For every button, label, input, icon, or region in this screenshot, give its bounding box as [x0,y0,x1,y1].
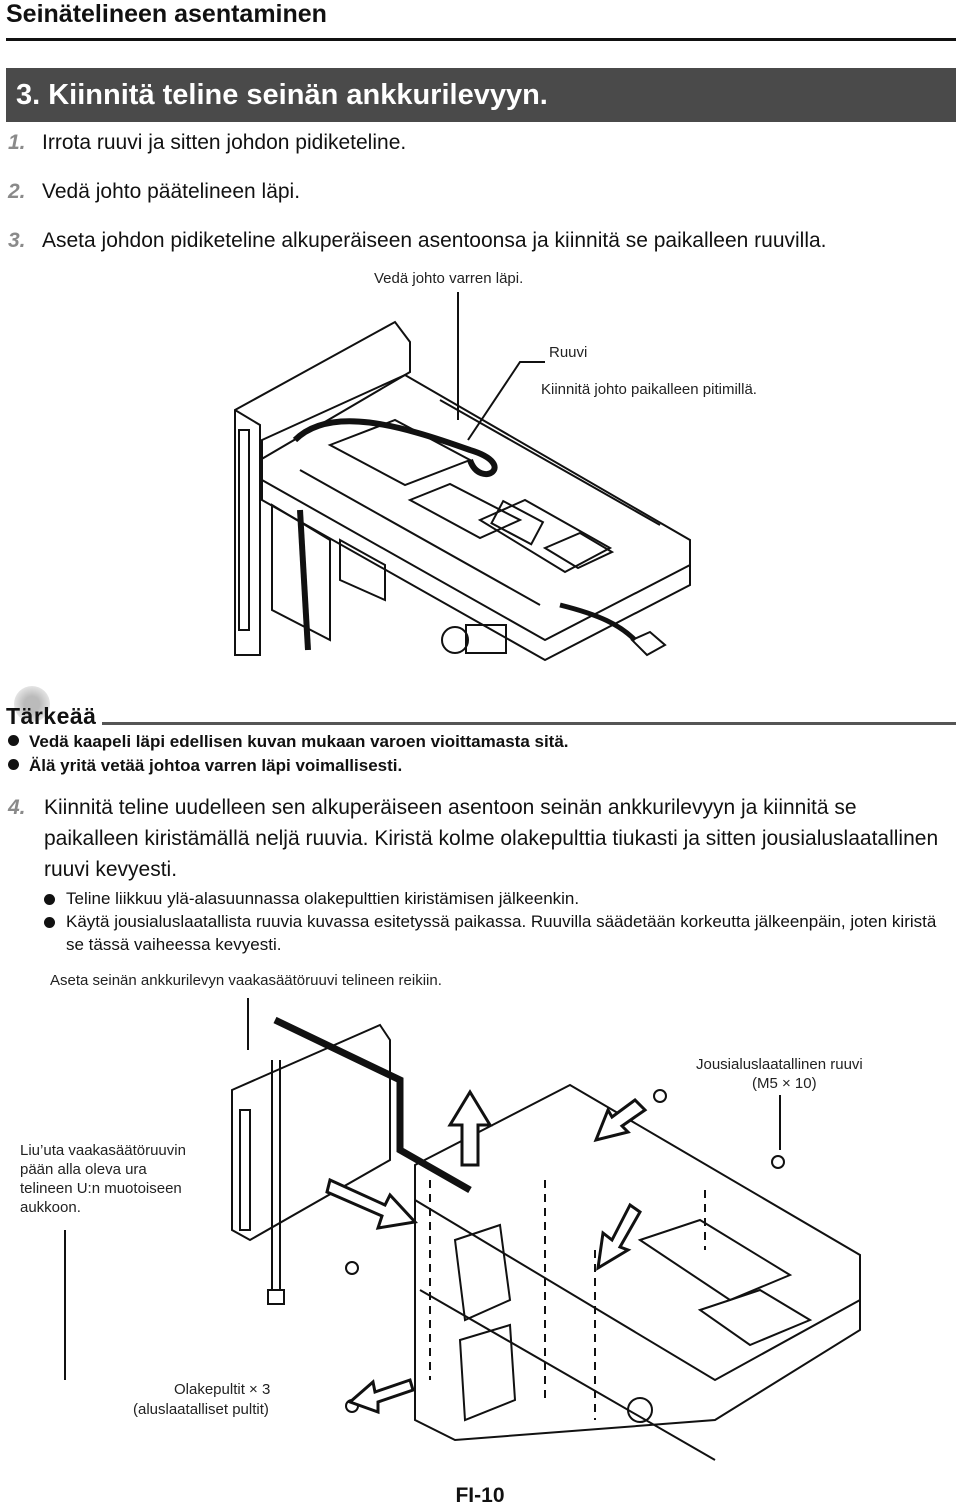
label-shoulder-bolts: Olakepultit × 3 [174,1381,271,1398]
important-heading: Tärkeää [6,703,97,729]
bullet-icon [8,759,19,770]
step-4-number: 4. [8,796,26,819]
label-spring-washer-screw: Jousialuslaatallinen ruuvi [696,1056,863,1073]
page-number: FI-10 [455,1484,505,1507]
step-4-text: Kiinnitä teline uudelleen sen alkuperäis… [44,796,939,881]
label-leveling-screw: Aseta seinän ankkurilevyn vaakasäätöruuv… [50,972,442,989]
label-shoulder-bolts-note: (aluslaatalliset pultit) [133,1401,269,1418]
title-rule [6,38,956,41]
substep-2: 2.Vedä johto päätelineen läpi. [8,180,301,203]
label-slide-groove-1: Liu’uta vaakasäätöruuvin [20,1142,186,1159]
label-spring-washer-screw-size: (M5 × 10) [752,1075,817,1092]
step-4: 4. Kiinnitä teline uudelleen sen alkuper… [8,792,954,885]
label-slide-groove-4: aukkoon. [20,1199,81,1216]
important-badge-icon [14,686,50,722]
substep-3: 3.Aseta johdon pidiketeline alkuperäisee… [8,229,827,252]
step-4-bullet-1: Teline liikkuu ylä-alasuunnassa olakepul… [44,887,944,910]
label-cable-through-arm: Vedä johto varren läpi. [374,270,524,287]
step-3-heading: 3. Kiinnitä teline seinän ankkurilevyyn. [6,68,956,122]
bullet-icon [44,894,55,905]
important-item-2: Älä yritä vetää johtoa varren läpi voima… [8,756,402,776]
label-slide-groove-2: pään alla oleva ura [20,1161,147,1178]
bullet-icon [8,735,19,746]
label-slide-groove-3: telineen U:n muotoiseen [20,1180,182,1197]
label-fix-cable: Kiinnitä johto paikalleen pitimillä. [541,381,757,398]
important-rule [102,722,956,725]
page-title: Seinätelineen asentaminen [6,0,327,28]
substep-1: 1.Irrota ruuvi ja sitten johdon pidikete… [8,131,407,154]
step-4-bullet-2: Käytä jousialuslaatallista ruuvia kuvass… [44,910,944,956]
label-screw: Ruuvi [549,344,588,361]
important-item-1: Vedä kaapeli läpi edellisen kuvan mukaan… [8,732,569,752]
bullet-icon [44,917,55,928]
